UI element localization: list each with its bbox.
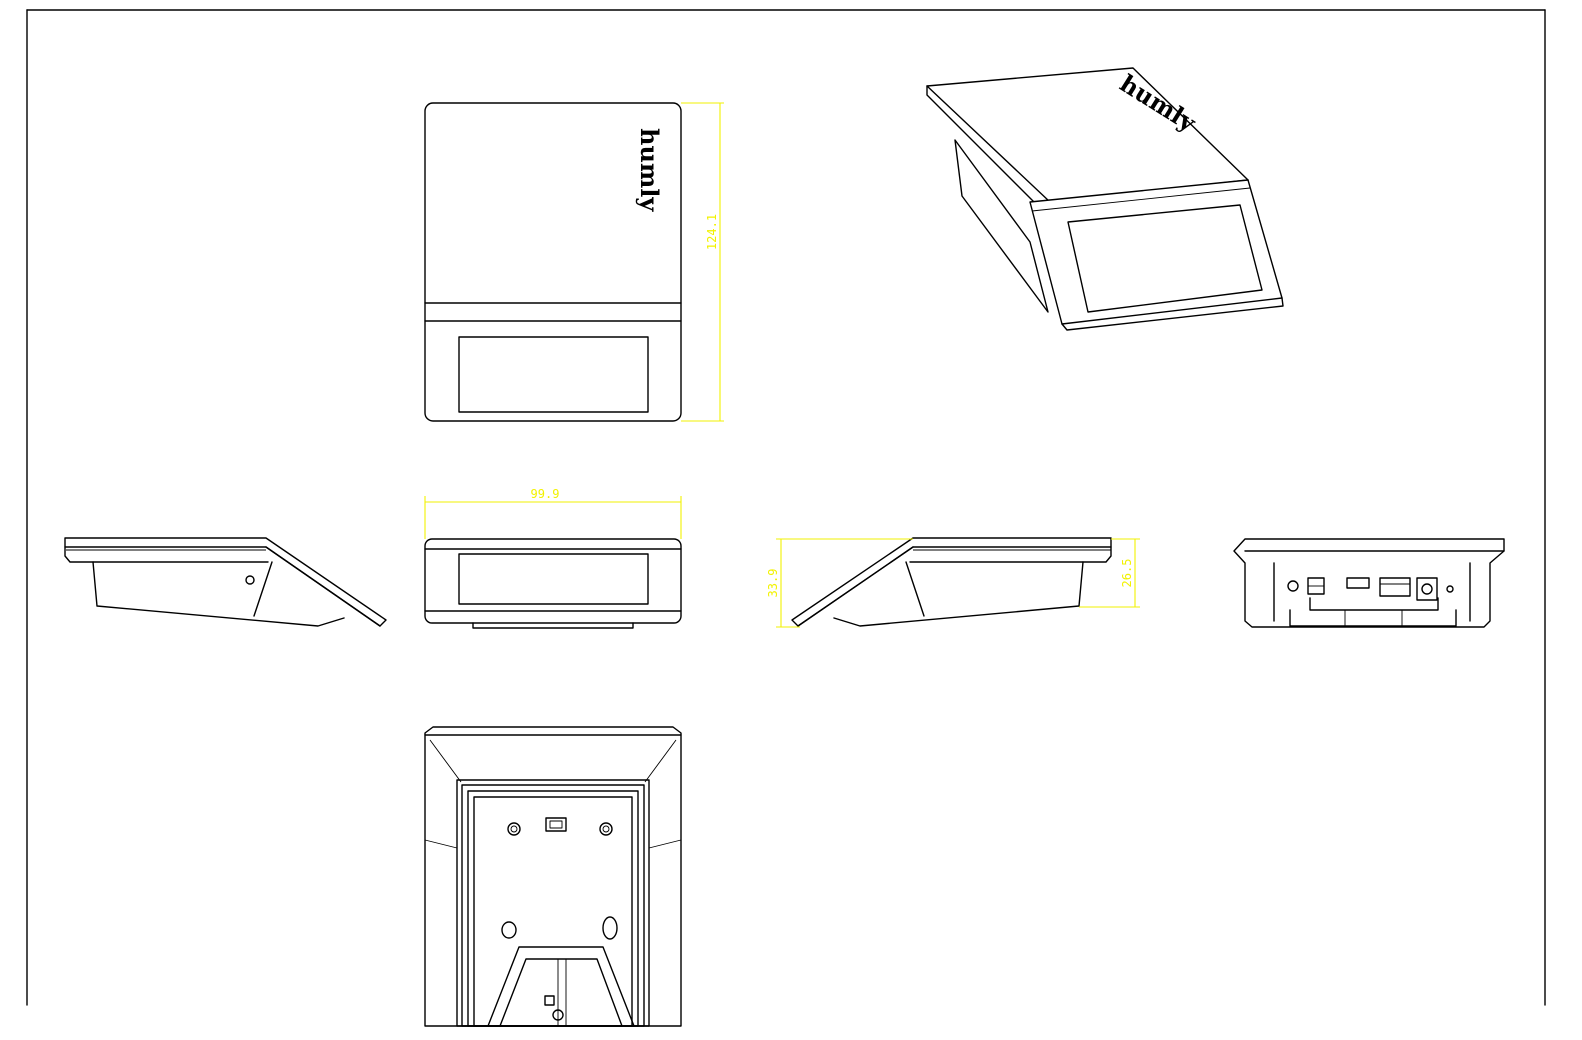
isometric-view: humly xyxy=(926,67,1284,331)
left-side-view xyxy=(64,537,387,627)
side-total-height-dimension: 33.9 xyxy=(766,538,913,628)
width-dimension: 99.9 xyxy=(424,487,682,539)
bottom-view xyxy=(424,726,682,1027)
side-total-height-label: 33.9 xyxy=(766,569,780,598)
side-body-height-dimension: 26.5 xyxy=(1079,538,1140,608)
top-view: humly xyxy=(424,102,682,422)
height-dimension: 124.1 xyxy=(681,102,724,422)
height-dimension-label: 124.1 xyxy=(705,214,719,250)
sheet-frame xyxy=(26,9,1546,1006)
front-view xyxy=(424,538,682,629)
width-dimension-label: 99.9 xyxy=(531,487,560,501)
right-side-view xyxy=(791,537,1112,627)
side-body-height-label: 26.5 xyxy=(1120,559,1134,588)
top-view-logo: humly xyxy=(635,128,664,212)
rear-view xyxy=(1233,538,1505,628)
